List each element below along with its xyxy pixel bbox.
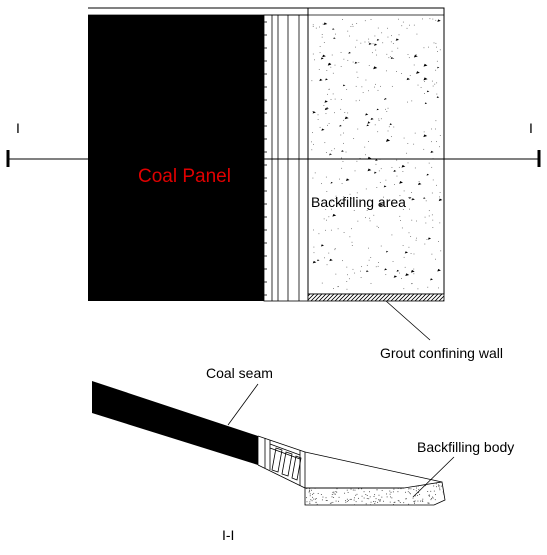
coal-panel bbox=[88, 15, 264, 301]
support-ticks bbox=[264, 21, 267, 296]
gob-roof-line bbox=[304, 451, 443, 483]
grout-wall-label: Grout confining wall bbox=[380, 345, 503, 361]
grout-confining-wall bbox=[307, 293, 445, 302]
backfill-speckles bbox=[311, 18, 443, 290]
backfilling-area-label: Backfilling area bbox=[311, 194, 406, 210]
section-marker-right: I bbox=[529, 120, 533, 136]
section-view: Coal seam Backfilling body I-I bbox=[92, 365, 514, 543]
section-title: I-I bbox=[222, 527, 234, 543]
coal-panel-label: Coal Panel bbox=[138, 166, 231, 187]
section-supports bbox=[257, 436, 306, 488]
plan-view: I I Coal Panel Backfilling area Grout co… bbox=[6, 7, 541, 361]
backfilling-body bbox=[304, 481, 446, 506]
support-shields bbox=[269, 443, 302, 481]
backfilling-body-leader bbox=[412, 456, 455, 498]
grout-wall-leader bbox=[385, 300, 431, 341]
coal-seam bbox=[92, 381, 258, 465]
seam-roof-line bbox=[257, 435, 306, 453]
section-marker-left: I bbox=[16, 120, 20, 136]
roof-support-columns bbox=[263, 14, 309, 302]
backfilling-body-label: Backfilling body bbox=[417, 439, 514, 455]
backfilling-area bbox=[307, 7, 445, 295]
coal-seam-label: Coal seam bbox=[206, 365, 273, 381]
coal-seam-leader bbox=[227, 383, 259, 426]
seam-floor-line bbox=[257, 464, 306, 489]
